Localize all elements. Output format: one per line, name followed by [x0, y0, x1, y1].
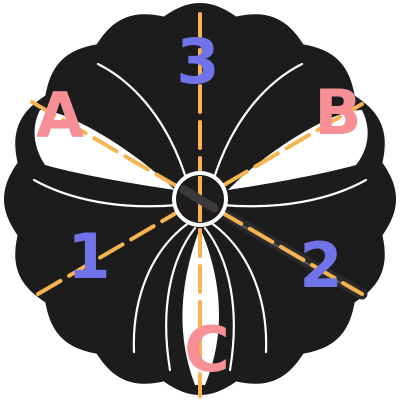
vein-top-left [96, 62, 187, 177]
crest-vein-lines [32, 62, 368, 372]
label-number-1: 1 [67, 220, 110, 293]
label-letter-a: A [36, 79, 84, 152]
hub-hand-stub [179, 185, 219, 213]
label-letter-c: C [184, 313, 230, 386]
label-number-3: 3 [176, 25, 219, 98]
vein-bottom-mid-right [203, 226, 235, 372]
vein-bottom-left [132, 220, 192, 354]
label-letter-b: B [314, 76, 361, 149]
petal-cutout-right [228, 110, 368, 190]
vein-bottom-right [208, 220, 268, 354]
label-number-2: 2 [299, 229, 342, 302]
vein-top-right [213, 62, 304, 177]
petal-cutout-left [34, 110, 175, 190]
vein-left-lower [32, 178, 180, 208]
vein-bottom-mid-left [165, 226, 197, 372]
vein-right-lower [220, 178, 368, 208]
